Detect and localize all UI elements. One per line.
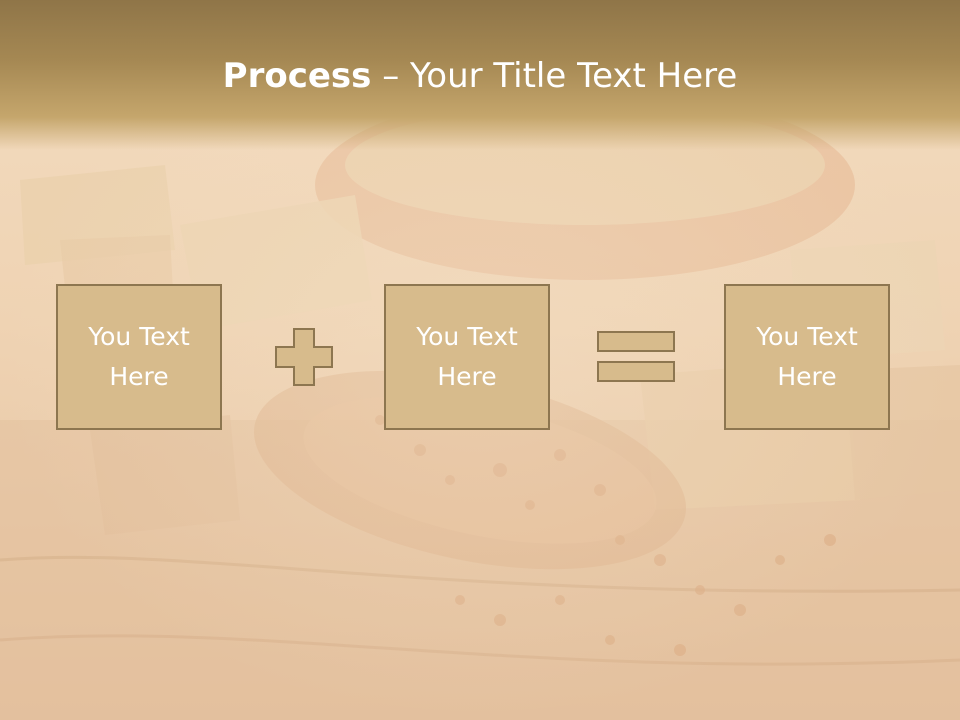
title-bold-word: Process [222, 56, 372, 96]
process-box-2-label: You Text Here [416, 322, 518, 391]
slide-title: Process – Your Title Text Here [0, 54, 960, 98]
title-bar [0, 0, 960, 150]
equals-icon [597, 331, 675, 382]
plus-icon [275, 328, 333, 386]
process-box-2[interactable]: You Text Here [384, 284, 550, 430]
process-box-1-label: You Text Here [88, 322, 190, 391]
title-subtitle: Your Title Text Here [410, 56, 738, 96]
title-separator: – [371, 56, 411, 96]
process-box-1[interactable]: You Text Here [56, 284, 222, 430]
process-box-3[interactable]: You Text Here [724, 284, 890, 430]
process-box-3-label: You Text Here [756, 322, 858, 391]
